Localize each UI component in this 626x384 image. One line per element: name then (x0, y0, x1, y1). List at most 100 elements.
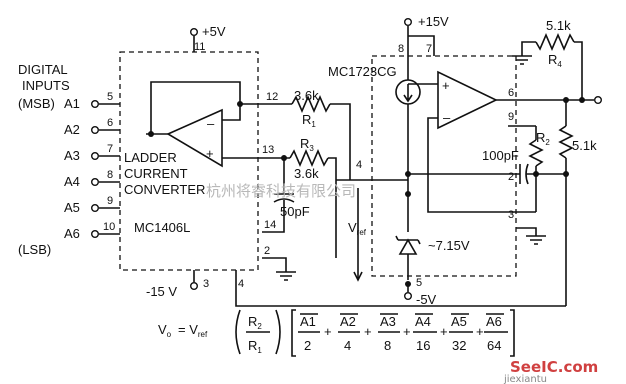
r2-name: R2 (536, 130, 550, 147)
input-terminal-a1 (90, 99, 99, 108)
watermark-site: jiexiantu (503, 374, 547, 384)
dac-ground-symbol (276, 271, 296, 281)
zener-voltage: ~7.15V (428, 238, 470, 253)
zener-bar (395, 235, 421, 245)
dac-feedback (150, 81, 241, 134)
dac-gnd-wire (262, 257, 287, 272)
plus-5: + (476, 324, 484, 339)
ref-node-lower (405, 191, 411, 197)
plus-4: + (440, 324, 448, 339)
pin-2-reg: 2 (508, 171, 514, 183)
resistor-r2 (528, 139, 544, 167)
watermark-brand: SeeIC.com (510, 358, 598, 376)
c50-plate-bottom (273, 198, 295, 203)
pin-2-dac: 2 (264, 245, 270, 257)
pin-5-reg: 5 (416, 277, 422, 289)
pin-8: 8 (398, 43, 404, 55)
pin-13: 13 (262, 144, 274, 156)
bit-a5: A5 (64, 200, 80, 215)
formula-bracket-left (291, 309, 296, 357)
pin-10: 10 (103, 221, 115, 233)
watermark-text: 杭州将睿科技有限公司 (206, 182, 356, 200)
bit-a1: A1 (64, 96, 80, 111)
plus-1: + (324, 324, 332, 339)
transfer-formula: Vo = Vref R2 R1 A1 2 + A2 4 + A3 8 + A4 … (158, 309, 515, 357)
term-a2-bit: A2 (340, 314, 356, 329)
term-a3-bit: A3 (380, 314, 396, 329)
regulator-package-outline (371, 55, 517, 277)
minus15v-terminal (189, 282, 198, 291)
plus5v-label: +5V (202, 24, 226, 39)
current-source-arrow (403, 84, 413, 103)
dac-part-number: MC1406L (134, 220, 190, 235)
pin-6: 6 (508, 87, 514, 99)
dac-opamp-plus: + (206, 146, 214, 161)
plus15v-terminal (404, 18, 413, 27)
dac-inv-link (222, 104, 241, 121)
term-a5-bit: A5 (451, 314, 467, 329)
term-a6-bit: A6 (486, 314, 502, 329)
r4-value: 5.1k (546, 18, 571, 33)
resistor-r1 (291, 94, 331, 114)
pin-7: 7 (107, 143, 113, 155)
pin-11: 11 (194, 41, 205, 53)
bit-a3: A3 (64, 148, 80, 163)
r3-value: 3.6k (294, 166, 319, 181)
zener-diode (398, 238, 418, 255)
pin-3-reg: 3 (508, 209, 514, 221)
resistor-r4 (535, 32, 575, 52)
pin-4-dac: 4 (238, 278, 244, 290)
term-a4-den: 16 (416, 338, 430, 353)
formula-paren-left (235, 309, 241, 355)
pin-8: 8 (107, 169, 113, 181)
dac-function-line-3: CONVERTER (124, 182, 205, 197)
plus15v-label: +15V (418, 14, 449, 29)
vref-label: Vref (348, 220, 367, 237)
divider-node (563, 171, 569, 177)
c50-value: 50pF (280, 204, 310, 219)
pin-4-reg: 4 (356, 159, 362, 171)
bit-a2: A2 (64, 122, 80, 137)
formula-paren-right (275, 309, 281, 355)
input-terminal-a3 (90, 151, 99, 160)
formula-bracket-right (510, 309, 515, 357)
r3-name: R3 (300, 136, 314, 153)
minus5v-terminal (404, 292, 413, 301)
plus5v-terminal (189, 28, 198, 37)
wire-r1-to-ref (330, 103, 351, 180)
pin-14: 14 (264, 219, 276, 231)
pin-7: 7 (426, 43, 432, 55)
reg-ground-symbol (526, 235, 546, 245)
r-lower-value: 5.1k (572, 138, 597, 153)
wire-pin4-bus (235, 270, 566, 307)
term-a2-den: 4 (344, 338, 351, 353)
input-terminal-a2 (90, 125, 99, 134)
bit-a4: A4 (64, 174, 80, 189)
wire-r3-to-vref (328, 157, 337, 258)
resistor-5k1 (558, 125, 574, 159)
r1-value: 3.6k (294, 88, 319, 103)
r4-ground-symbol (512, 55, 532, 65)
pin-5: 5 (107, 91, 113, 103)
vref-arrow-head (353, 271, 363, 282)
input-terminal-a6 (90, 229, 99, 238)
regulator-part-number: MC1723CG (328, 64, 397, 79)
input-leads (99, 103, 120, 235)
term-a6-den: 64 (487, 338, 501, 353)
term-a3-den: 8 (384, 338, 391, 353)
minus5v-label: -5V (416, 292, 437, 307)
pin-9: 9 (508, 111, 514, 123)
term-a5-den: 32 (452, 338, 466, 353)
pin-6: 6 (107, 117, 113, 129)
msb-label: (MSB) (18, 96, 55, 111)
input-terminal-a4 (90, 177, 99, 186)
reg-opamp-plus: + (442, 78, 450, 93)
digital-inputs-title-2: INPUTS (22, 78, 70, 93)
pin-3-dac: 3 (203, 278, 209, 290)
formula-lhs: Vo (158, 322, 172, 339)
plus-2: + (364, 324, 372, 339)
formula-eq: = Vref (178, 322, 208, 339)
c100-value: 100pF (482, 148, 519, 163)
r4-lead-left (521, 41, 536, 56)
